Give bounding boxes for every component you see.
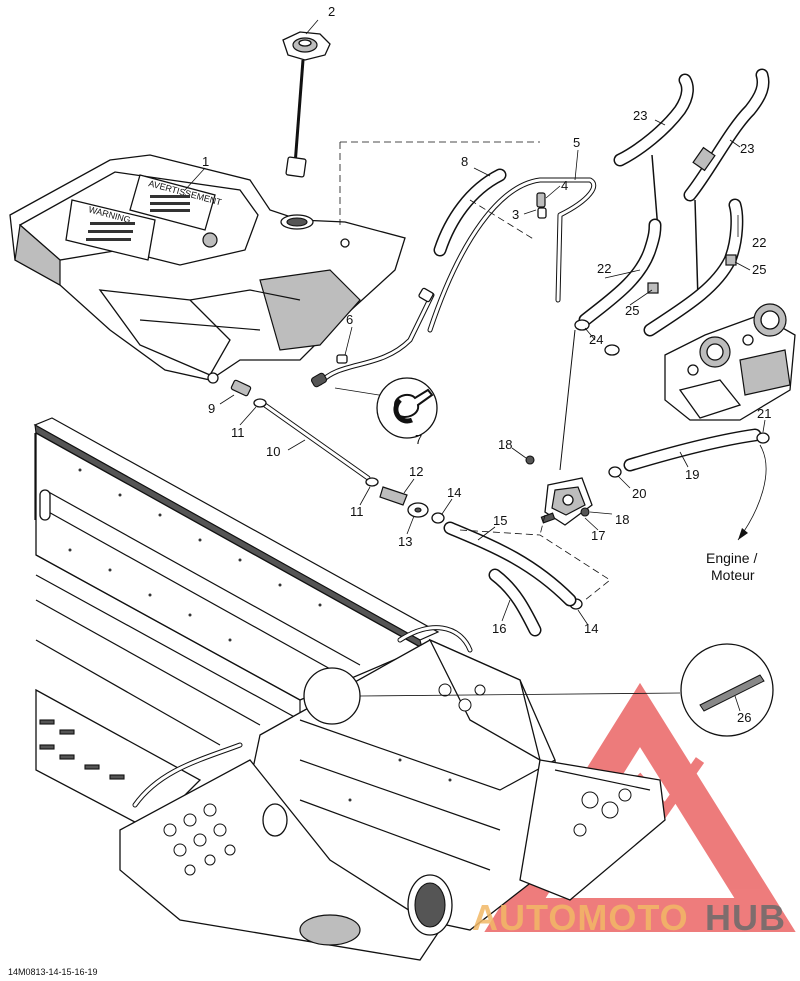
callout-18a: 18 bbox=[498, 437, 512, 452]
callout-23a: 23 bbox=[633, 108, 647, 123]
watermark-auto-text: AUTOMOTO bbox=[472, 897, 689, 938]
engine-label-line2: Moteur bbox=[711, 567, 755, 583]
callout-20: 20 bbox=[632, 486, 646, 501]
callout-25a: 25 bbox=[625, 303, 639, 318]
callout-13: 13 bbox=[398, 534, 412, 549]
carburetor-assembly bbox=[559, 68, 796, 471]
callout-7: 7 bbox=[415, 432, 422, 447]
tunnel-rivets bbox=[68, 468, 452, 802]
callout-22a: 22 bbox=[597, 261, 611, 276]
callout-6: 6 bbox=[346, 312, 353, 327]
watermark-text: AUTOMOTO HUB bbox=[472, 897, 786, 938]
tunnel-slots bbox=[39, 719, 125, 780]
callout-25b: 25 bbox=[752, 262, 766, 277]
callout-17: 17 bbox=[591, 528, 605, 543]
diagram-reference-code: 14M0813-14-15-16-19 bbox=[8, 967, 98, 977]
callout-15: 15 bbox=[493, 513, 507, 528]
engine-label-line1: Engine / bbox=[706, 550, 757, 566]
callout-11a: 11 bbox=[231, 425, 245, 440]
callout-numbers: 1 2 3 4 5 6 7 8 9 10 11 11 12 13 14 14 1… bbox=[202, 4, 771, 725]
callout-22b: 22 bbox=[752, 235, 766, 250]
callout-23b: 23 bbox=[740, 141, 754, 156]
callout-3: 3 bbox=[512, 207, 519, 222]
assembly-center-lines bbox=[339, 141, 611, 601]
callout-11b: 11 bbox=[350, 504, 364, 519]
detail-circle-7 bbox=[334, 377, 438, 439]
callout-8: 8 bbox=[461, 154, 468, 169]
callout-14a: 14 bbox=[447, 485, 461, 500]
callout-5: 5 bbox=[573, 135, 580, 150]
fuel-cap-assembly bbox=[282, 31, 331, 178]
callout-16: 16 bbox=[492, 621, 506, 636]
callout-9: 9 bbox=[208, 401, 215, 416]
callout-18b: 18 bbox=[615, 512, 629, 527]
callout-21: 21 bbox=[757, 406, 771, 421]
fuel-lines bbox=[230, 168, 770, 637]
callout-2: 2 bbox=[328, 4, 335, 19]
detail-circle-26 bbox=[303, 643, 774, 737]
callout-19: 19 bbox=[685, 467, 699, 482]
watermark-hub-text: HUB bbox=[705, 897, 786, 938]
callout-12: 12 bbox=[409, 464, 423, 479]
callout-14b: 14 bbox=[584, 621, 598, 636]
callout-24: 24 bbox=[589, 332, 603, 347]
engine-destination-label: Engine / Moteur bbox=[706, 550, 757, 583]
callout-1: 1 bbox=[202, 154, 209, 169]
fuel-tank: AVERTISSEMENT WARNING bbox=[9, 154, 406, 384]
callout-26: 26 bbox=[737, 710, 751, 725]
callout-4: 4 bbox=[561, 178, 568, 193]
callout-10: 10 bbox=[266, 444, 280, 459]
leader-lines bbox=[184, 19, 766, 712]
side-panel-holes bbox=[163, 683, 632, 876]
